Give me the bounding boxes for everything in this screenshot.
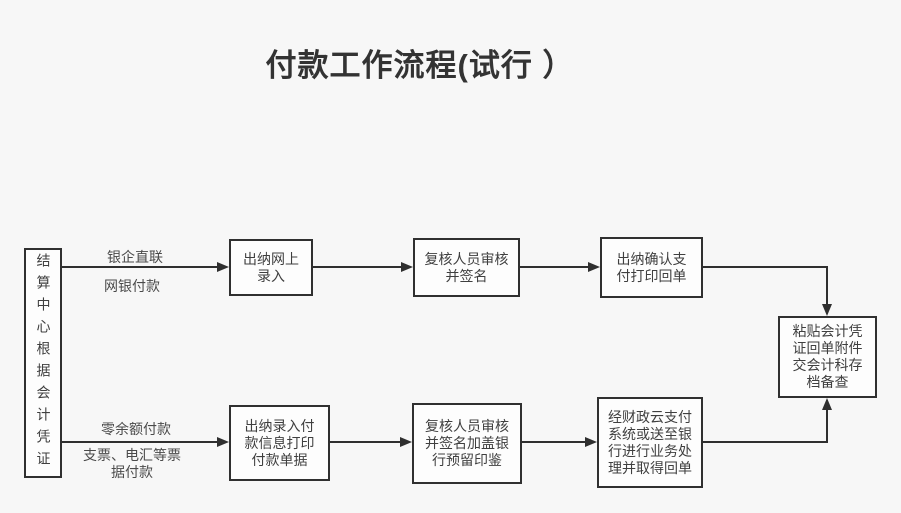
- box-label: 结算中心根据会计凭证: [35, 253, 52, 473]
- box-reviewer-audit-sign: 复核人员审核 并签名: [413, 238, 520, 297]
- edge-label-online-banking-payment: 网银付款: [104, 278, 160, 294]
- box-source-settlement-center: 结算中心根据会计凭证: [24, 248, 62, 478]
- edge-label-zero-balance-payment: 零余额付款: [101, 421, 171, 437]
- arrowhead-right-icon: [588, 262, 600, 272]
- page-title: 付款工作流程(试行 ）: [265, 48, 575, 83]
- arrowhead-up-icon: [822, 398, 832, 410]
- box-fiscal-cloud-or-bank-processing: 经财政云支付 系统或送至银 行进行业务处 理并取得回单: [597, 397, 703, 488]
- box-reviewer-sign-bank-seal: 复核人员审核 并签名加盖银 行预留印鉴: [412, 403, 522, 484]
- arrowhead-right-icon: [400, 437, 412, 447]
- box-label: 粘贴会计凭 证回单附件 交会计科存 档备查: [792, 323, 863, 390]
- box-label: 出纳网上 录入: [243, 250, 299, 284]
- box-cashier-online-entry: 出纳网上 录入: [229, 239, 313, 296]
- edge-label-cheque-wire-payment: 支票、电汇等票 据付款: [83, 447, 181, 480]
- arrowhead-right-icon: [401, 262, 413, 272]
- box-cashier-confirm-print-receipt: 出纳确认支 付打印回单: [600, 237, 703, 298]
- arrow-bottom3-to-final: [703, 410, 828, 443]
- arrow-top3-to-final: [703, 266, 828, 304]
- arrowhead-right-icon: [585, 437, 597, 447]
- box-cashier-entry-print-documents: 出纳录入付 款信息打印 付款单据: [229, 405, 330, 481]
- box-label: 经财政云支付 系统或送至银 行进行业务处 理并取得回单: [608, 408, 692, 476]
- box-final-archive-voucher: 粘贴会计凭 证回单附件 交会计科存 档备查: [778, 316, 877, 398]
- box-label: 复核人员审核 并签名: [424, 250, 509, 284]
- box-label: 出纳确认支 付打印回单: [616, 250, 687, 284]
- arrowhead-right-icon: [217, 262, 229, 272]
- edge-label-bank-direct-link: 银企直联: [107, 249, 163, 265]
- arrowhead-right-icon: [217, 437, 229, 447]
- box-label: 出纳录入付 款信息打印 付款单据: [244, 417, 315, 468]
- arrowhead-down-icon: [822, 304, 832, 316]
- box-label: 复核人员审核 并签名加盖银 行预留印鉴: [425, 418, 509, 468]
